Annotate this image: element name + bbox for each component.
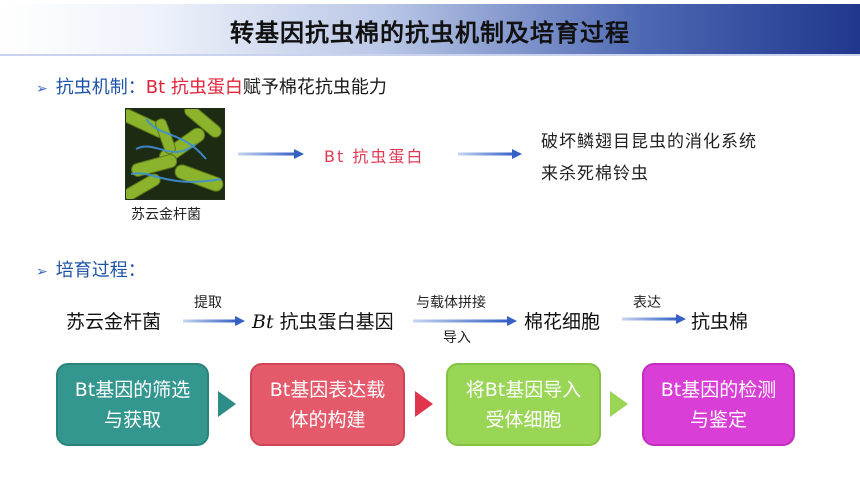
mechanism-bt-protein: Bt 抗虫蛋白 bbox=[145, 77, 243, 98]
step-box-2: Bt基因表达载 体的构建 bbox=[250, 363, 405, 446]
arrow-icon bbox=[622, 314, 686, 324]
step-box-1: Bt基因的筛选 与获取 bbox=[56, 363, 209, 446]
arrow-icon bbox=[183, 316, 245, 326]
bullet-arrow-icon: ➢ bbox=[36, 264, 48, 280]
step-box-4: Bt基因的检测 与鉴定 bbox=[642, 363, 795, 446]
mechanism-label: 抗虫机制： bbox=[55, 77, 146, 98]
step-1-line1: Bt基因的筛选 bbox=[74, 378, 191, 401]
flow-label-import: 导入 bbox=[443, 330, 471, 346]
arrow-icon bbox=[413, 316, 517, 326]
flow-gene: 抗虫蛋白基因 bbox=[279, 311, 394, 333]
triangle-arrow-icon bbox=[415, 391, 433, 417]
mechanism-result: 破坏鳞翅目昆虫的消化系统来杀死棉铃虫 bbox=[541, 132, 757, 184]
step-2-line1: Bt基因表达载 bbox=[269, 378, 386, 401]
bullet-arrow-icon: ➢ bbox=[36, 81, 48, 97]
mechanism-rest: 赋予棉花抗虫能力 bbox=[242, 77, 387, 98]
step-4-line1: Bt基因的检测 bbox=[660, 378, 777, 401]
flow-cotton-cell: 棉花细胞 bbox=[524, 311, 601, 333]
process-label: 培育过程： bbox=[55, 260, 146, 281]
step-4-line2: 与鉴定 bbox=[689, 408, 747, 431]
arrow-icon bbox=[458, 149, 522, 159]
flow-bt-gene: Bt 抗虫蛋白基因 bbox=[252, 307, 394, 334]
page-title: 转基因抗虫棉的抗虫机制及培育过程 bbox=[230, 19, 630, 47]
title-banner bbox=[0, 4, 860, 54]
flow-label-splice: 与载体拼接 bbox=[416, 295, 486, 311]
triangle-arrow-icon bbox=[610, 391, 628, 417]
step-2-line2: 体的构建 bbox=[289, 408, 366, 431]
bacteria-caption: 苏云金杆菌 bbox=[131, 207, 201, 223]
flow-bt: Bt bbox=[252, 311, 274, 333]
arrow-icon bbox=[238, 149, 304, 159]
process-heading: ➢ 培育过程： bbox=[36, 256, 146, 282]
flow-bacteria: 苏云金杆菌 bbox=[66, 311, 162, 333]
triangle-arrow-icon bbox=[218, 391, 236, 417]
step-3-line1: 将Bt基因导入 bbox=[465, 378, 582, 401]
mechanism-heading: ➢ 抗虫机制：Bt 抗虫蛋白赋予棉花抗虫能力 bbox=[36, 73, 387, 99]
step-3-line2: 受体细胞 bbox=[485, 408, 562, 431]
flow-label-extract: 提取 bbox=[194, 295, 222, 311]
step-box-3: 将Bt基因导入 受体细胞 bbox=[446, 363, 601, 446]
flow-resistant-cotton: 抗虫棉 bbox=[691, 311, 749, 333]
bacteria-image bbox=[125, 108, 225, 200]
step-1-line2: 与获取 bbox=[103, 408, 161, 431]
bt-protein-label: Bt 抗虫蛋白 bbox=[324, 147, 425, 166]
flow-label-express: 表达 bbox=[633, 295, 661, 311]
banner-underline bbox=[0, 54, 860, 56]
